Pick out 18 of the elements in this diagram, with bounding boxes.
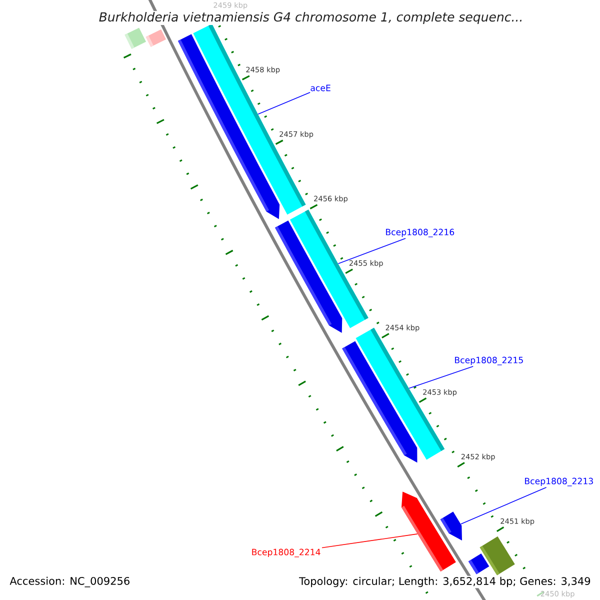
gene-label: Bcep1808_2213 [525,478,593,486]
gene-label: Bcep1808_2214 [252,548,320,558]
gene-bar [290,210,368,328]
gene-block [440,512,462,540]
leader-line [460,487,547,524]
gene-label: aceE [310,84,330,92]
leader-line [408,366,474,389]
summary-text: Topology: circular; Length: 3,652,814 bp; Genes: 3,349 [298,576,592,588]
leader-line [322,534,418,548]
gene-bar [146,29,166,47]
accession-text: Accession: NC_009256 [8,575,132,589]
leader-line [338,238,406,264]
title: Burkholderia vietnamiensis G4 chromosome 1, complete sequenc... [98,10,524,26]
gene-bar [480,536,515,576]
gene-label: Bcep1808_2216 [386,228,454,238]
leader-line [258,92,310,115]
gene-label: Bcep1808_2215 [455,356,523,366]
gene-bar [124,28,146,49]
